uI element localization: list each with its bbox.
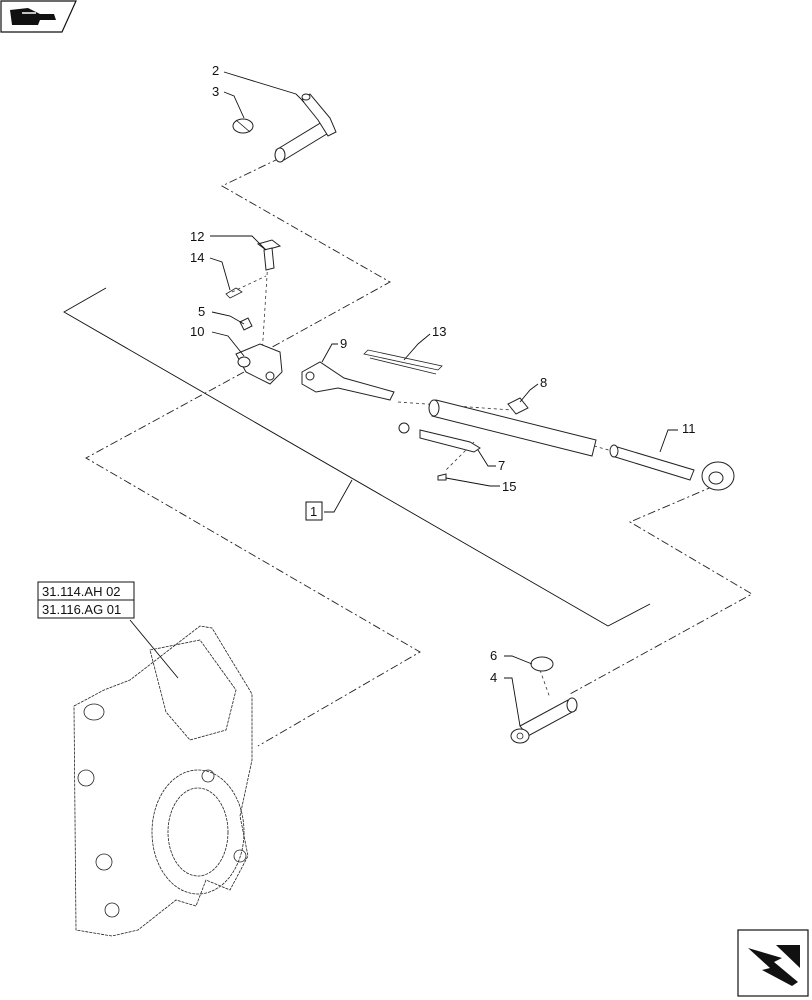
housing	[73, 625, 253, 937]
callout-3[interactable]: 3	[212, 84, 219, 99]
main-barrel	[428, 397, 597, 457]
svg-text:31.116.AG 01: 31.116.AG 01	[42, 602, 121, 617]
part-7-lever	[398, 422, 481, 453]
part-10-yoke	[235, 343, 283, 385]
callout-15[interactable]: 15	[502, 479, 516, 494]
callout-1: 1	[310, 504, 317, 519]
part-4-pin	[510, 697, 578, 744]
callout-6[interactable]: 6	[490, 648, 497, 663]
callout-13[interactable]: 13	[432, 324, 446, 339]
callout-11[interactable]: 11	[682, 421, 696, 436]
hand-pointing-book-icon[interactable]	[0, 0, 77, 33]
part-9-end	[301, 361, 395, 401]
callout-5[interactable]: 5	[198, 304, 205, 319]
part-12-pin	[256, 239, 282, 271]
assembly-outline	[63, 287, 651, 627]
leader-lines	[129, 71, 678, 727]
callout-10[interactable]: 10	[190, 324, 204, 339]
part-15-pin	[437, 473, 447, 481]
part-6-clip	[530, 656, 554, 672]
part-14-clip	[225, 287, 243, 299]
callout-14[interactable]: 14	[190, 250, 204, 265]
part-11-end	[609, 444, 735, 491]
part-3-clip	[232, 118, 254, 134]
callout-4[interactable]: 4	[490, 670, 497, 685]
callout-7[interactable]: 7	[498, 458, 505, 473]
callout-8[interactable]: 8	[540, 375, 547, 390]
reference-boxes: 31.114.AH 02 31.116.AG 01	[37, 581, 135, 619]
callout-2[interactable]: 2	[212, 63, 219, 78]
reference-link-1[interactable]: 31.114.AH 02	[37, 581, 135, 601]
reference-link-2[interactable]: 31.116.AG 01	[37, 599, 135, 619]
part-5-fitting	[239, 317, 253, 331]
connection-lines	[85, 157, 753, 747]
callout-1-box[interactable]: 1	[305, 501, 323, 521]
callout-12[interactable]: 12	[190, 229, 204, 244]
part-13-split-pin	[363, 349, 443, 375]
part-2-pin	[274, 93, 337, 163]
svg-text:31.114.AH 02: 31.114.AH 02	[42, 584, 121, 599]
callout-labels: 2 3 12 14 5 10 9 13 8 11 7 15 6 4 1	[190, 63, 696, 685]
callout-9[interactable]: 9	[340, 336, 347, 351]
navigation-arrow-icon[interactable]	[737, 929, 809, 997]
